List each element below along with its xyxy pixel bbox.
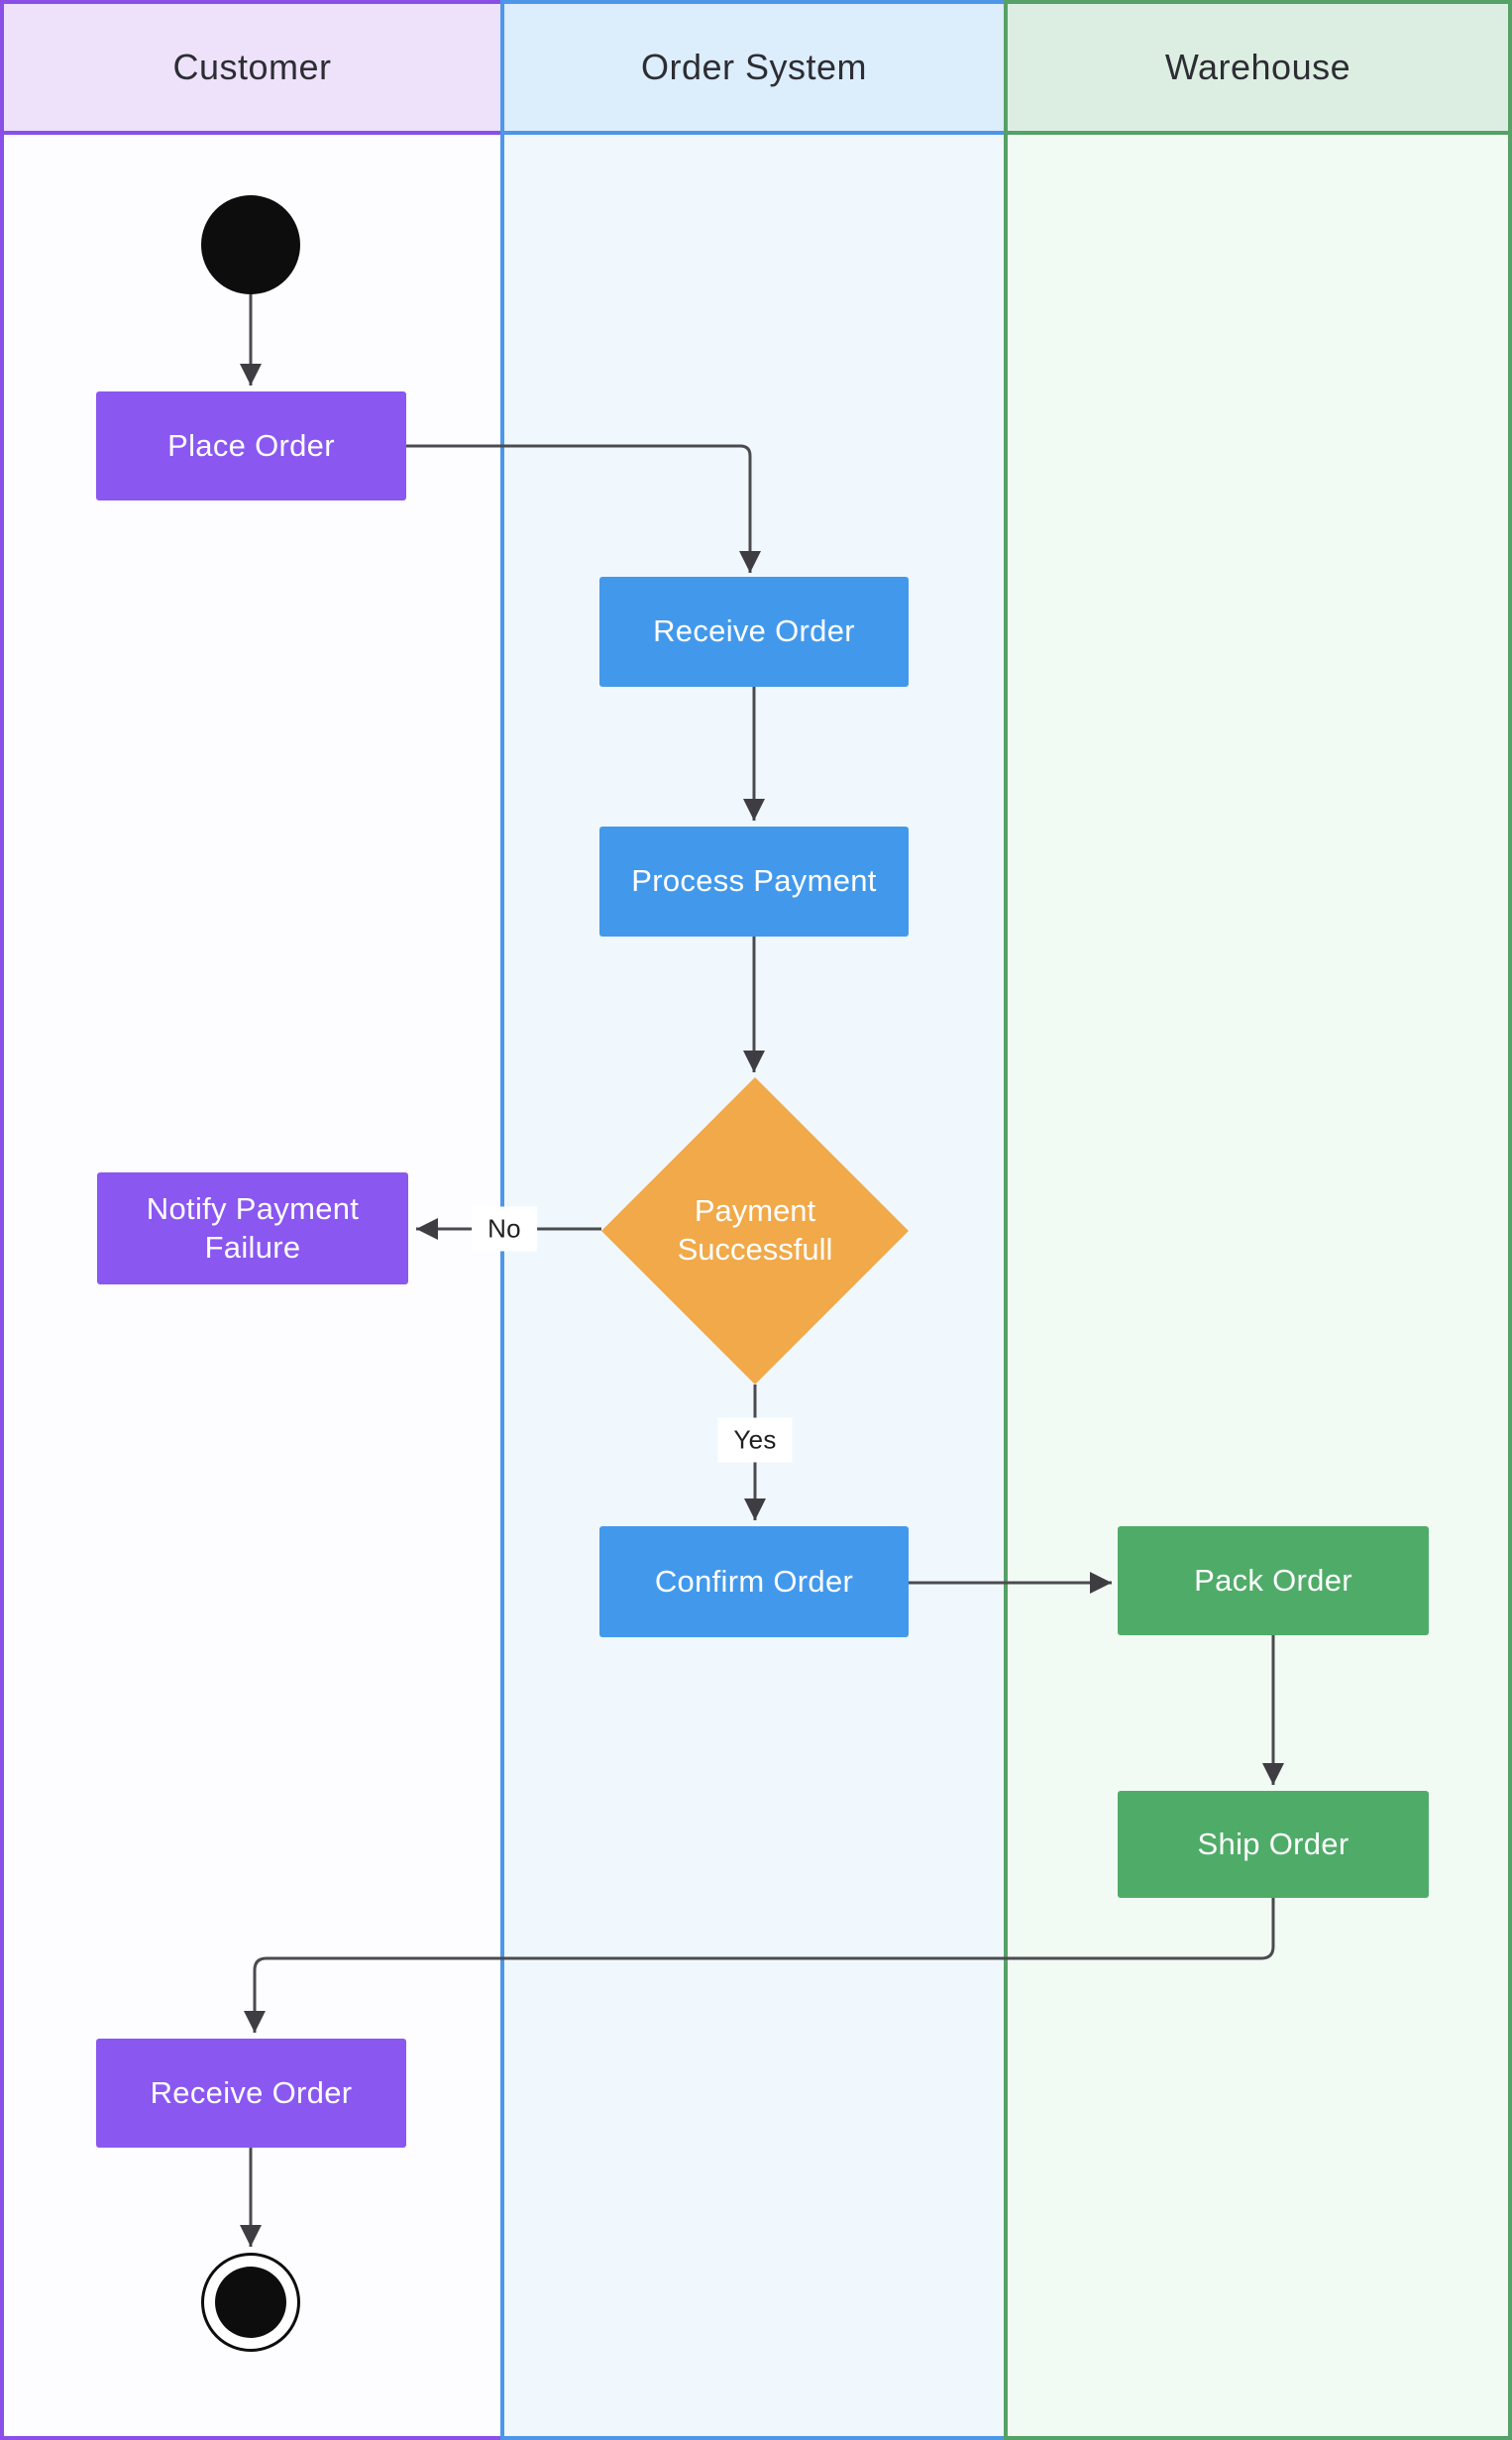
end-state-inner-dot (215, 2267, 286, 2338)
lane-warehouse: Warehouse (1004, 0, 1512, 2440)
node-process-payment[interactable]: Process Payment (599, 827, 909, 937)
end-state-node[interactable] (201, 2253, 300, 2352)
node-receive-order-system-label: Receive Order (653, 613, 855, 649)
lane-title-customer: Customer (172, 47, 332, 87)
node-receive-order-customer[interactable]: Receive Order (96, 2039, 406, 2148)
edge-label-no: No (472, 1206, 537, 1252)
node-place-order[interactable]: Place Order (96, 391, 406, 500)
start-state-node[interactable] (201, 195, 300, 294)
node-receive-order-customer-label: Receive Order (150, 2074, 353, 2110)
lane-header-customer: Customer (4, 4, 500, 135)
lane-title-warehouse: Warehouse (1164, 47, 1351, 87)
lane-title-order-system: Order System (640, 47, 868, 87)
node-payment-successfull-label: Payment Successfull (677, 1193, 833, 1267)
lane-header-order-system: Order System (504, 4, 1004, 135)
node-process-payment-label: Process Payment (631, 863, 877, 899)
edge-label-yes: Yes (717, 1417, 793, 1463)
node-confirm-order-label: Confirm Order (654, 1563, 854, 1599)
node-ship-order[interactable]: Ship Order (1118, 1791, 1429, 1898)
node-notify-payment-failure[interactable]: Notify Payment Failure (97, 1172, 408, 1284)
node-pack-order[interactable]: Pack Order (1118, 1526, 1429, 1635)
node-place-order-label: Place Order (167, 427, 335, 463)
node-confirm-order[interactable]: Confirm Order (599, 1526, 909, 1637)
node-receive-order-system[interactable]: Receive Order (599, 577, 909, 687)
lane-header-warehouse: Warehouse (1008, 4, 1508, 135)
node-notify-payment-failure-label: Notify Payment Failure (146, 1190, 360, 1265)
node-pack-order-label: Pack Order (1194, 1562, 1352, 1598)
node-ship-order-label: Ship Order (1197, 1826, 1350, 1861)
